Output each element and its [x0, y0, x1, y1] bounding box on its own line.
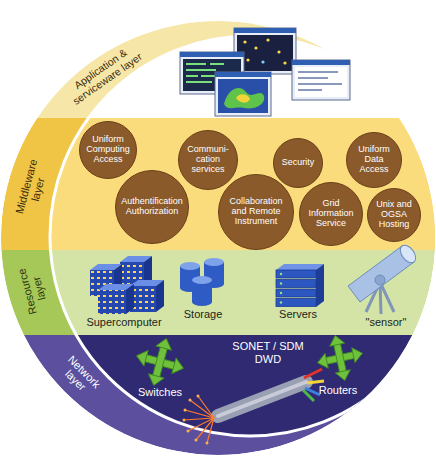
service-circle: Communi- cation services	[178, 130, 238, 190]
circle-text-box: Uniform Computing Access	[79, 121, 137, 179]
circle-text-box: Collaboration and Remote Instrument	[218, 174, 294, 250]
part-label: Switches	[120, 386, 200, 399]
circle-fill	[274, 139, 323, 188]
part-label: Routers	[303, 384, 373, 397]
circle-text-box: Grid Information Service	[299, 182, 363, 246]
part-label: Supercomputer	[74, 316, 174, 329]
circle-fill	[219, 175, 294, 250]
circle-text-box: Communi- cation services	[178, 130, 238, 190]
circle-fill	[347, 133, 402, 188]
layer-area	[50, 118, 436, 250]
service-circle: Uniform Data Access	[346, 132, 402, 188]
circle-fill	[368, 189, 421, 242]
service-name: Authentification Authorization	[121, 197, 183, 216]
circle-text-box: Authentification Authorization	[115, 170, 189, 244]
service-name: Grid Information Service	[304, 199, 358, 228]
layer-band-shape	[0, 0, 436, 118]
layer-band: Network layer	[0, 335, 436, 475]
service-name: Unix and OGSA Hosting	[372, 200, 417, 229]
layer-area	[50, 250, 436, 335]
circle-fill	[116, 171, 189, 244]
layer-band: Uniform Computing AccessAuthentification…	[0, 118, 436, 250]
circle-fill	[179, 131, 238, 190]
service-name: Uniform Computing Access	[84, 135, 133, 164]
service-circle: Security	[273, 138, 323, 188]
layer-area	[50, 36, 436, 118]
service-name: Collaboration and Remote Instrument	[224, 197, 288, 226]
part-label: Servers	[263, 308, 333, 321]
layer-band-shape	[0, 335, 436, 475]
service-circle: Unix and OGSA Hosting	[367, 188, 421, 242]
service-circle: Collaboration and Remote Instrument	[218, 174, 294, 250]
service-name: Security	[277, 158, 319, 168]
part-label: "sensor"	[351, 316, 421, 329]
service-circle: Grid Information Service	[299, 182, 363, 246]
service-name: Communi- cation services	[183, 145, 233, 174]
service-circle: Uniform Computing Access	[79, 121, 137, 179]
circle-text-box: Security	[273, 138, 323, 188]
part-label: SONET / SDM DWD	[228, 340, 308, 365]
layer-area	[50, 335, 436, 436]
circle-fill	[300, 183, 363, 246]
part-label: Storage	[168, 308, 238, 321]
service-circle: Authentification Authorization	[115, 170, 189, 244]
layer-band: Application & serviceware layer	[0, 0, 436, 118]
service-name: Uniform Data Access	[351, 145, 398, 174]
circle-text-box: Uniform Data Access	[346, 132, 402, 188]
circle-text-box: Unix and OGSA Hosting	[367, 188, 421, 242]
circle-fill	[80, 122, 137, 179]
